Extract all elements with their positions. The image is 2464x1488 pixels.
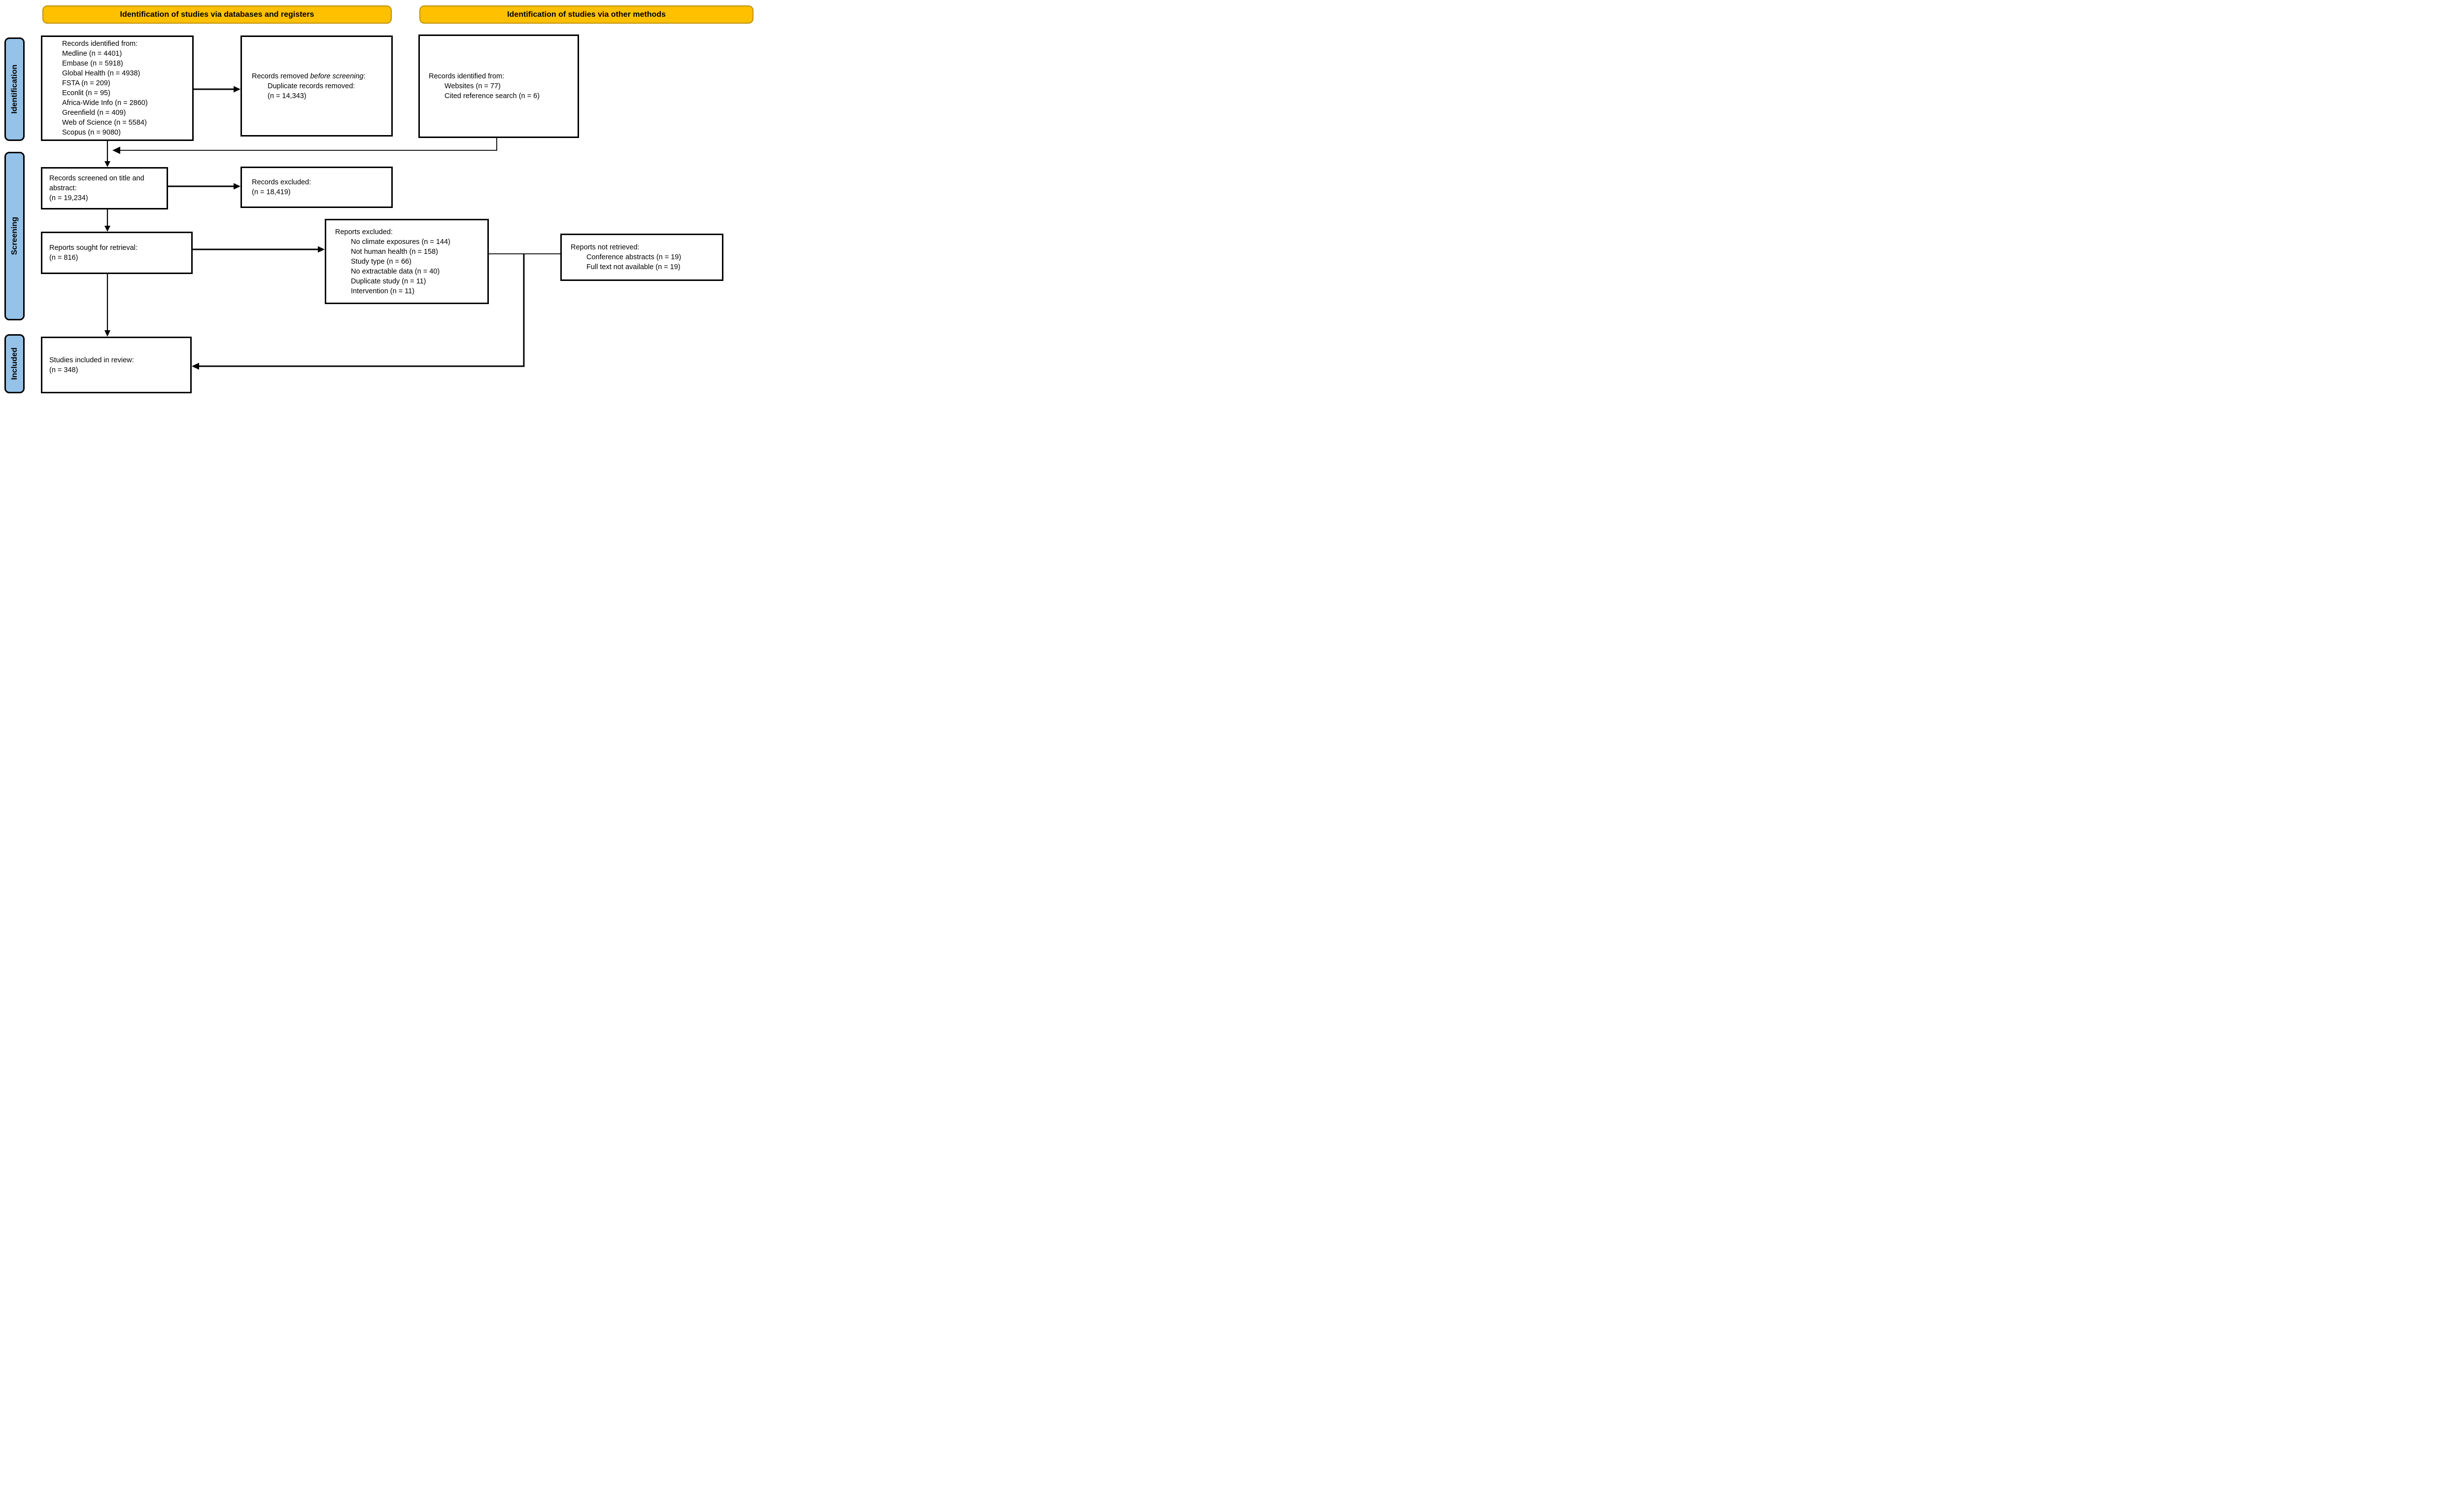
arrow-screened-to-excluded-head [234,183,240,190]
duplicates-removed-count: (n = 14,343) [268,92,307,100]
studies-included-count: (n = 348) [49,366,78,374]
arrow-connector-to-included-head [192,363,199,370]
arrow-screened-to-sought-head [104,226,110,232]
arrow-other-to-stream-head [112,146,120,154]
duplicates-removed-label: Duplicate records removed: [268,82,355,90]
banner-databases-registers-label: Identification of studies via databases … [120,10,314,19]
banner-databases-registers: Identification of studies via databases … [42,5,392,24]
other-identified-title: Records identified from: [429,72,505,80]
studies-included-title: Studies included in review: [49,356,134,364]
prisma-flow-diagram: Identification of studies via databases … [0,0,758,394]
db-embase: Embase (n = 5918) [62,60,123,68]
db-econlit: Econlit (n = 95) [62,89,110,97]
stage-screening-label: Screening [10,217,19,255]
db-greenfield: Greenfield (n = 409) [62,109,126,117]
box-records-identified-databases: Records identified from: Medline (n = 44… [41,35,194,141]
arrow-sought-to-included-head [104,330,110,337]
records-identified-title: Records identified from: [62,40,138,48]
banner-other-methods: Identification of studies via other meth… [419,5,753,24]
other-websites: Websites (n = 77) [445,82,501,90]
arrow-db-to-removed-head [234,86,240,93]
excl-not-human-health: Not human health (n = 158) [351,247,438,256]
reports-sought-title: Reports sought for retrieval: [49,244,137,252]
stage-screening: Screening [4,152,25,320]
not-retrieved-conference: Conference abstracts (n = 19) [586,253,682,261]
box-reports-excluded: Reports excluded: No climate exposures (… [325,219,489,304]
reports-excluded-title: Reports excluded: [335,228,393,236]
db-africa-wide: Africa-Wide Info (n = 2860) [62,99,148,107]
records-screened-line1: Records screened on title and [49,174,144,182]
db-scopus: Scopus (n = 9080) [62,129,121,137]
excl-duplicate-study: Duplicate study (n = 11) [351,277,426,285]
db-global-health: Global Health (n = 4938) [62,69,140,77]
reports-sought-count: (n = 816) [49,254,78,262]
db-fsta: FSTA (n = 209) [62,79,110,87]
box-records-screened: Records screened on title and abstract: … [41,167,168,209]
box-studies-included: Studies included in review: (n = 348) [41,337,192,393]
arrow-db-to-screened-head [104,161,110,167]
not-retrieved-title: Reports not retrieved: [571,243,640,251]
stage-included: Included [4,334,25,393]
not-retrieved-full-text: Full text not available (n = 19) [586,263,681,271]
stage-identification: Identification [4,37,25,141]
records-removed-title-normal: Records removed [252,72,310,80]
records-screened-count: (n = 19,234) [49,194,88,202]
records-removed-title-colon: : [363,72,366,80]
box-records-identified-other: Records identified from: Websites (n = 7… [418,35,579,138]
records-removed-title: Records removed before screening: [252,71,375,81]
records-excluded-count: (n = 18,419) [252,188,291,196]
db-web-of-science: Web of Science (n = 5584) [62,119,147,127]
excl-intervention: Intervention (n = 11) [351,287,415,295]
excl-no-extractable-data: No extractable data (n = 40) [351,267,440,276]
arrow-sought-to-reports-excluded-head [318,246,325,253]
box-reports-not-retrieved: Reports not retrieved: Conference abstra… [560,234,723,281]
records-screened-line2: abstract: [49,184,77,192]
records-excluded-title: Records excluded: [252,178,311,186]
box-records-excluded: Records excluded: (n = 18,419) [240,167,393,208]
records-removed-title-italic: before screening [310,72,364,80]
banner-other-methods-label: Identification of studies via other meth… [507,10,666,19]
excl-study-type: Study type (n = 66) [351,257,411,266]
box-reports-sought: Reports sought for retrieval: (n = 816) [41,232,193,274]
box-records-removed: Records removed before screening: Duplic… [240,35,393,137]
stage-included-label: Included [10,347,19,380]
stage-identification-label: Identification [10,65,19,114]
db-medline: Medline (n = 4401) [62,50,122,58]
excl-no-climate: No climate exposures (n = 144) [351,238,450,246]
other-cited-reference: Cited reference search (n = 6) [445,92,540,100]
